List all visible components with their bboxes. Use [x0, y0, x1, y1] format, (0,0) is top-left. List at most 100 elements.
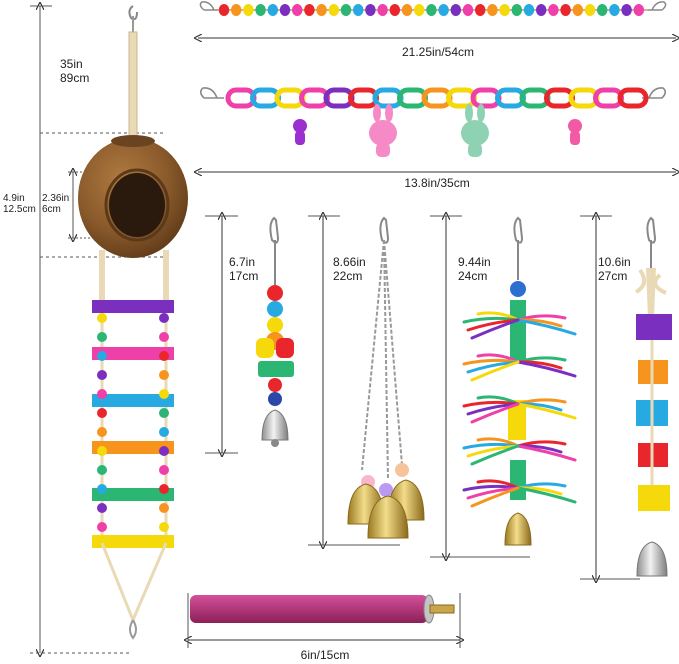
rainbow-ladder: [92, 300, 174, 640]
ladder-rung: [92, 394, 174, 407]
chain-bead: [365, 4, 376, 16]
perch-dimension: [188, 593, 460, 648]
chain-bead: [548, 4, 559, 16]
chain-bead: [487, 4, 498, 16]
ladder-bead: [159, 484, 169, 494]
ladder-bead: [97, 389, 107, 399]
ladder-height-label: 35in 89cm: [60, 57, 90, 85]
chain-bead: [499, 4, 510, 16]
chain-bead: [316, 4, 327, 16]
ladder-bead: [159, 351, 169, 361]
ladder-bead: [159, 408, 169, 418]
chain-bead: [572, 4, 583, 16]
rope-strand: [470, 318, 520, 340]
rope-strand: [470, 402, 520, 424]
pacifier-charm-1: [293, 119, 307, 145]
ladder-bead: [97, 503, 107, 513]
ladder-bead: [97, 446, 107, 456]
rope-chew-dimension: [430, 216, 530, 557]
chain-bead: [450, 4, 461, 16]
rope-strand: [516, 486, 577, 504]
chain-bead: [536, 4, 547, 16]
rope-strand: [516, 444, 577, 462]
ladder-rung: [92, 488, 174, 501]
rope-strand: [470, 444, 520, 466]
three-bells-dimension: [308, 216, 400, 545]
ladder-bead: [159, 446, 169, 456]
chain-bead: [267, 4, 278, 16]
bead-chain-width-label: 21.25in/54cm: [398, 45, 478, 59]
rope-strand: [516, 318, 577, 336]
chain-bead: [353, 4, 364, 16]
wooden-perch: [190, 594, 455, 624]
bead-chain: [199, 1, 667, 16]
bead-bell-dimension: [205, 216, 238, 453]
perch-width-label: 6in/15cm: [297, 648, 353, 662]
ladder-bead: [97, 351, 107, 361]
ladder-hook: [129, 619, 137, 640]
ladder-bead: [159, 370, 169, 380]
chain-bead: [560, 4, 571, 16]
coconut-opening-label: 2.36in 6cm: [42, 193, 70, 215]
chain-bead: [377, 4, 388, 16]
ladder-bead: [159, 522, 169, 532]
bunny-charm-2: [461, 104, 489, 157]
chain-bead: [475, 4, 486, 16]
acrylic-link-chain: [199, 87, 667, 157]
rope-strand: [470, 360, 520, 382]
ladder-bead: [159, 427, 169, 437]
ladder-rung: [92, 441, 174, 454]
chain-bead: [401, 4, 413, 16]
ladder-bead: [97, 465, 107, 475]
chain-link: [617, 87, 649, 109]
bead-bell-toy: [256, 216, 294, 447]
rope-strand: [470, 486, 520, 508]
ladder-bead: [159, 313, 169, 323]
chain-bead: [243, 4, 254, 16]
ladder-bead: [97, 332, 107, 342]
chain-bead: [328, 4, 339, 16]
chain-bead: [340, 4, 352, 16]
chain-bead: [633, 4, 644, 16]
rope-strand: [516, 402, 577, 420]
chain-bead: [255, 4, 266, 16]
ladder-bead: [97, 427, 107, 437]
chain-bead: [279, 4, 291, 16]
bead-bell-height-label: 6.7in 17cm: [229, 255, 259, 283]
ladder-bead: [97, 370, 107, 380]
ladder-rung: [92, 300, 174, 313]
rope-chew-height-label: 9.44in 24cm: [458, 255, 491, 283]
ladder-bead: [159, 389, 169, 399]
ladder-bead: [97, 313, 107, 323]
chain-bead: [511, 4, 522, 16]
ladder-bead: [159, 465, 169, 475]
ladder-height-dimension: [30, 6, 130, 653]
pacifier-charm-2: [568, 119, 582, 145]
chain-bead: [218, 4, 230, 16]
chain-bead: [462, 4, 474, 16]
chain-bead: [304, 4, 315, 16]
coconut-height-label: 4.9in 12.5cm: [3, 193, 36, 215]
chain-bead: [609, 4, 620, 16]
block-chew-toy: [634, 216, 672, 577]
chain-bead: [414, 4, 425, 16]
chain-bead: [584, 4, 596, 16]
chain-bead: [426, 4, 437, 16]
chain-bead: [389, 4, 400, 16]
chain-bead: [523, 4, 535, 16]
link-chain-width-label: 13.8in/35cm: [401, 176, 473, 190]
coconut-hut: [78, 5, 188, 302]
chain-bead: [292, 4, 303, 16]
rope-chew-toy: [462, 216, 577, 546]
ladder-bead: [159, 332, 169, 342]
ladder-bead: [97, 484, 107, 494]
chain-bead: [597, 4, 608, 16]
three-bells-toy: [347, 216, 425, 539]
bunny-charm-1: [369, 104, 397, 157]
block-chew-height-label: 10.6in 27cm: [598, 255, 631, 283]
chain-bead: [621, 4, 632, 16]
chain-bead: [438, 4, 449, 16]
ladder-rung: [92, 535, 174, 548]
block-chew-dimension: [580, 216, 640, 579]
